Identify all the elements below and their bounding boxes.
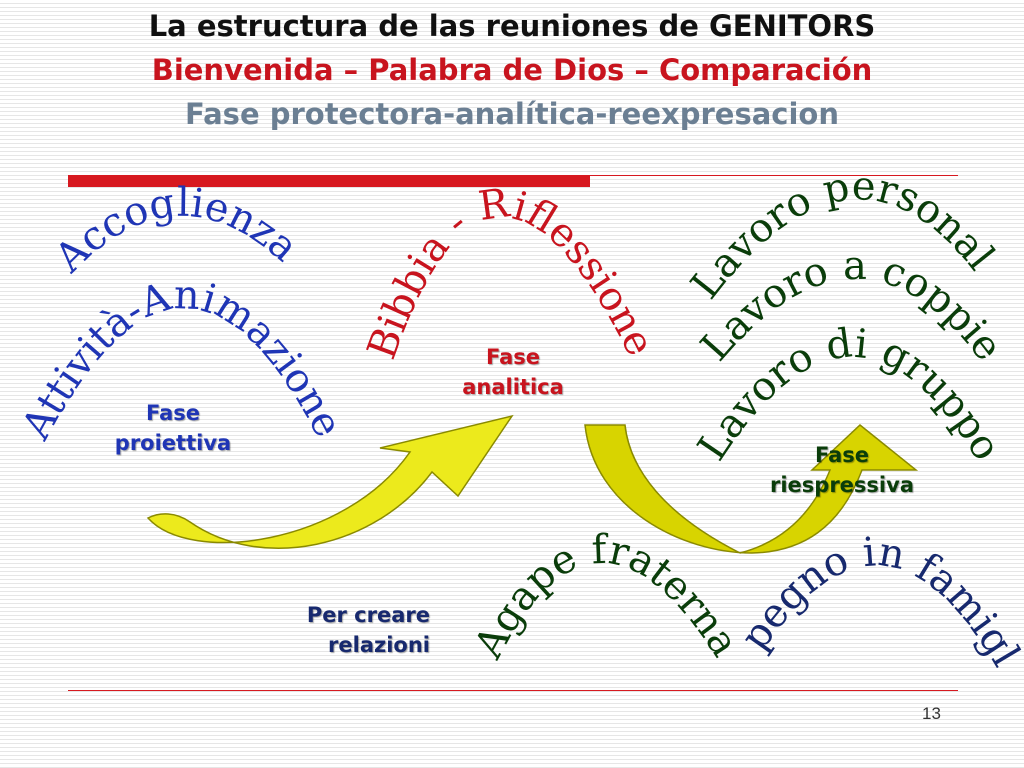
fase-analitica-line1: Fase <box>485 345 541 369</box>
slide-number: 13 <box>922 704 941 723</box>
red-rule-thick <box>68 175 590 187</box>
fase-proiettiva-line1: Fase <box>145 401 201 425</box>
fase-analitica-label: Fase analitica <box>438 342 588 402</box>
fase-analitica-line2: analitica <box>462 375 564 399</box>
u-turn-arrow-icon <box>584 424 919 554</box>
red-rule-thin <box>590 175 958 176</box>
accoglienza-arc: Accoglienza <box>46 180 307 282</box>
note-line1: Per creare <box>306 603 430 627</box>
phases-line: Fase protectora-analítica-reexpresacion <box>185 97 839 131</box>
bibbia-riflessione-arc: Bibbia - Riflessione <box>359 180 663 365</box>
fase-riespressiva-label: Fase riespressiva <box>752 440 932 500</box>
curved-arrow-icon <box>146 414 514 549</box>
note-line2: relazioni <box>328 633 430 657</box>
slide-title: La estructura de las reuniones de GENITO… <box>148 9 876 43</box>
slide-header: La estructura de las reuniones de GENITO… <box>0 4 1024 136</box>
red-rule-bottom <box>68 690 958 691</box>
agape-fraterna-arc: Agape fraterna <box>465 527 748 667</box>
fase-proiettiva-line2: proiettiva <box>114 431 232 455</box>
fase-riespressiva-line1: Fase <box>814 443 870 467</box>
per-creare-relazioni-note: Per creare relazioni <box>262 600 430 660</box>
fase-riespressiva-line2: riespressiva <box>770 473 914 497</box>
fase-proiettiva-label: Fase proiettiva <box>98 398 248 458</box>
slide-subtitle: Bienvenida – Palabra de Dios – Comparaci… <box>151 53 873 87</box>
